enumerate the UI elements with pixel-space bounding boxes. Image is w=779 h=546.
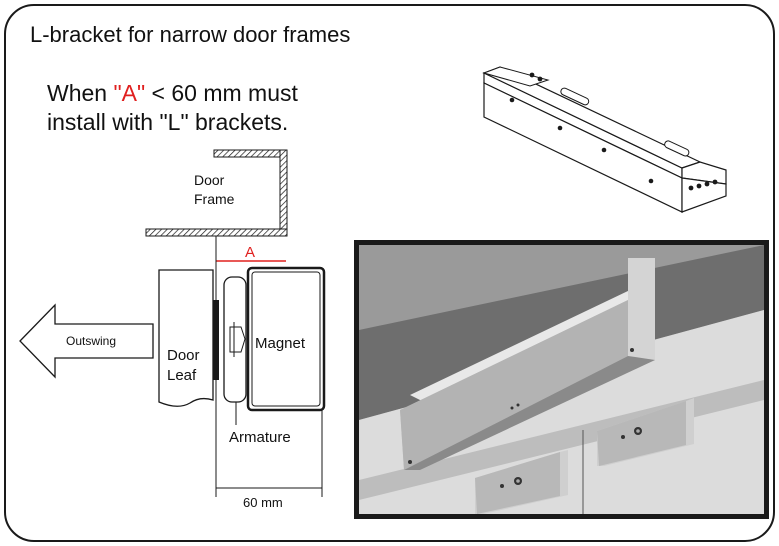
- armature-plate: [223, 276, 247, 403]
- door-leaf: [158, 269, 214, 407]
- dimension-60mm-label: 60 mm: [243, 495, 283, 510]
- l-bracket-drawing: [482, 66, 727, 213]
- door-leaf-label-1: Door: [167, 347, 200, 364]
- armature-label: Armature: [229, 429, 291, 446]
- door-frame-label-2: Frame: [194, 191, 235, 207]
- door-frame-label-1: Door: [194, 172, 225, 188]
- door-leaf-strip: [213, 300, 219, 380]
- outswing-arrow-icon: [19, 303, 154, 379]
- installation-note: When "A" < 60 mm must install with "L" b…: [47, 79, 298, 137]
- note-line2: install with "L" brackets.: [47, 109, 289, 135]
- outswing-label: Outswing: [66, 334, 116, 348]
- magnet-label: Magnet: [255, 335, 306, 352]
- magnet-body: [246, 266, 326, 412]
- door-leaf-label-2: Leaf: [167, 367, 197, 384]
- dimension-a-label: A: [245, 244, 255, 261]
- installed-lock-photo: [354, 240, 769, 519]
- note-middle: < 60 mm must: [145, 80, 298, 106]
- panel-title: L-bracket for narrow door frames: [30, 22, 351, 47]
- note-prefix: When: [47, 80, 114, 106]
- note-highlight-a: "A": [113, 80, 146, 106]
